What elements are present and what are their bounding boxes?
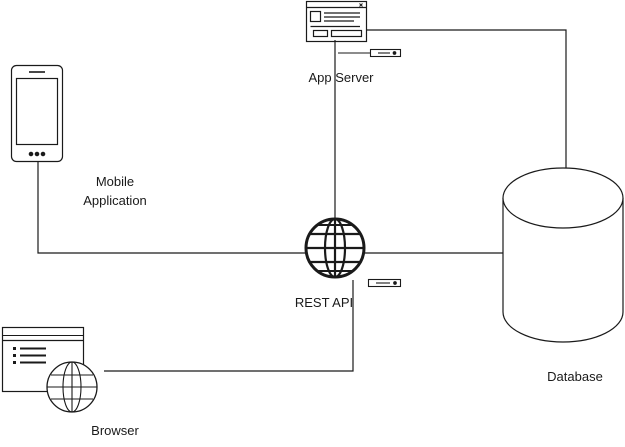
connector-mobile-restapi [37, 162, 307, 254]
database-cylinder-icon [502, 167, 624, 343]
rest-api-device-icon [367, 278, 402, 288]
connector-browser-restapi [104, 280, 354, 372]
app-server-label: App Server [308, 70, 374, 85]
mobile-application-label: Mobile Application [70, 172, 160, 210]
rest-api-label: REST API [294, 295, 354, 310]
app-server-device-icon [338, 48, 402, 58]
app-server-window-icon [305, 0, 368, 43]
mobile-label-line1: Mobile [95, 174, 135, 189]
connectors [37, 29, 567, 372]
mobile-phone-icon [10, 64, 64, 163]
database-label: Database [547, 369, 603, 384]
mobile-label-line2: Application [83, 193, 147, 208]
rest-api-globe-icon [304, 217, 366, 279]
browser-label: Browser [91, 423, 139, 438]
browser-globe-icon [46, 361, 98, 413]
connector-appserver-database [366, 29, 567, 168]
